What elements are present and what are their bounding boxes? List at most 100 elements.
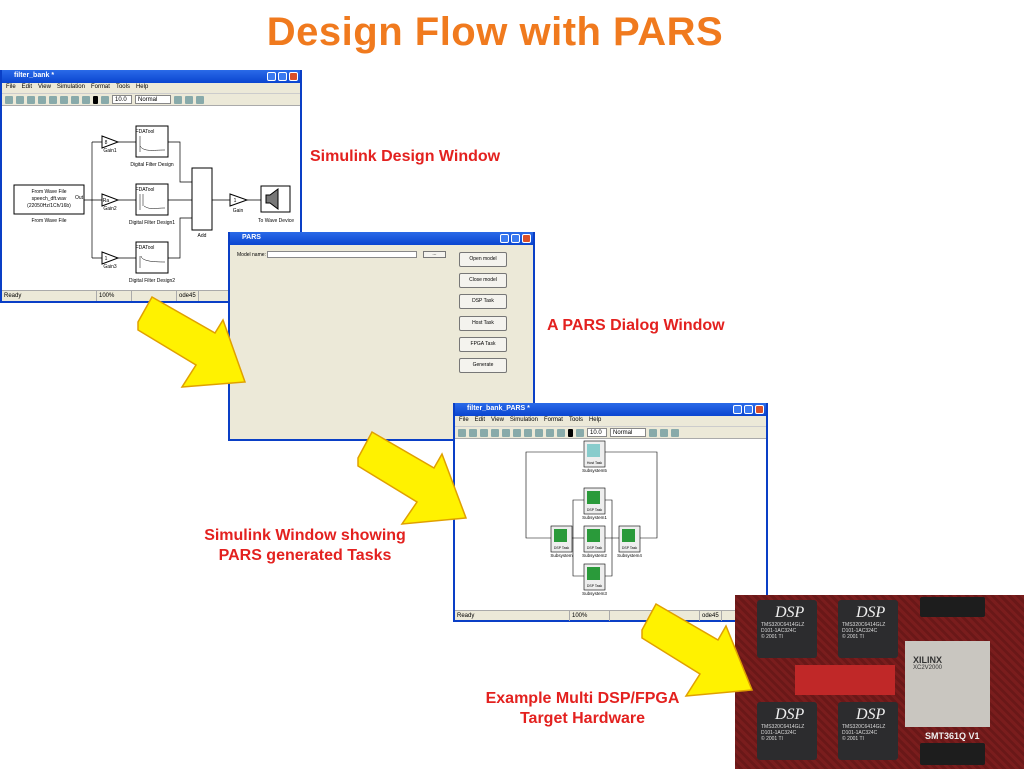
cut-icon[interactable] xyxy=(502,428,510,437)
cut-icon[interactable] xyxy=(49,95,57,104)
gain-value: 1 xyxy=(105,256,108,262)
to-wave-device-block xyxy=(260,185,291,213)
block-label: Digital Filter Design xyxy=(130,162,174,168)
menu-tools[interactable]: Tools xyxy=(115,84,130,90)
menu-edit[interactable]: Edit xyxy=(21,84,33,90)
fpga-task-button[interactable]: FPGA Task xyxy=(459,337,507,352)
dsp-task-button[interactable]: DSP Task xyxy=(459,294,507,309)
play-icon[interactable] xyxy=(568,428,573,437)
copy-icon[interactable] xyxy=(513,428,521,437)
dsp-chip-icon xyxy=(587,529,600,542)
task-type-text: DSP Task xyxy=(554,546,569,550)
forward-icon[interactable] xyxy=(546,428,554,437)
host-task-button[interactable]: Host Task xyxy=(459,316,507,331)
menu-help[interactable]: Help xyxy=(135,84,149,90)
stop-time-input[interactable]: 10.0 xyxy=(587,428,607,437)
window-titlebar: filter_bank_PARS * xyxy=(455,403,766,416)
block-label: Gain xyxy=(233,208,244,214)
gain-block xyxy=(229,193,249,207)
minimize-button[interactable] xyxy=(733,405,742,414)
save-icon[interactable] xyxy=(480,428,488,437)
filter-design1-block xyxy=(135,183,169,216)
label-hw-line2: Target Hardware xyxy=(519,710,646,727)
sim-mode-select[interactable]: Normal xyxy=(135,95,171,104)
menu-view[interactable]: View xyxy=(491,417,504,423)
gain-value: 1 xyxy=(234,198,237,204)
generate-button[interactable]: Generate xyxy=(459,358,507,373)
block-label: Gain1 xyxy=(103,148,117,154)
gain2-block xyxy=(101,193,120,207)
status-solver: ode45 xyxy=(177,291,199,301)
status-zoom: 100% xyxy=(570,611,610,621)
library-icon[interactable] xyxy=(174,95,182,104)
gain1-block xyxy=(101,135,120,149)
block-label: Subsystem2 xyxy=(582,553,607,558)
minimize-button[interactable] xyxy=(267,72,276,81)
paste-icon[interactable] xyxy=(71,95,79,104)
model-name-input[interactable] xyxy=(267,251,417,258)
undo-icon[interactable] xyxy=(82,95,90,104)
print-icon[interactable] xyxy=(38,95,46,104)
model-explorer-icon[interactable] xyxy=(660,428,668,437)
new-icon[interactable] xyxy=(5,95,13,104)
menu-help[interactable]: Help xyxy=(588,417,602,423)
board-label: SMT361Q V1 xyxy=(925,731,980,741)
print-icon[interactable] xyxy=(491,428,499,437)
play-icon[interactable] xyxy=(93,95,98,104)
menu-simulation[interactable]: Simulation xyxy=(509,417,538,423)
host-task-icon xyxy=(587,444,600,457)
menu-simulation[interactable]: Simulation xyxy=(56,84,85,90)
close-button[interactable] xyxy=(522,234,531,243)
menu-format[interactable]: Format xyxy=(543,417,563,423)
toolbar: 10.0 Normal xyxy=(455,426,766,439)
menu-tools[interactable]: Tools xyxy=(568,417,583,423)
flow-arrow-2 xyxy=(357,430,468,525)
close-button[interactable] xyxy=(289,72,298,81)
menu-edit[interactable]: Edit xyxy=(474,417,486,423)
close-button[interactable] xyxy=(755,405,764,414)
save-icon[interactable] xyxy=(27,95,35,104)
menu-format[interactable]: Format xyxy=(90,84,110,90)
maximize-button[interactable] xyxy=(511,234,520,243)
library-icon[interactable] xyxy=(649,428,657,437)
menu-file[interactable]: File xyxy=(6,84,16,90)
maximize-button[interactable] xyxy=(278,72,287,81)
block-text: FDATool xyxy=(136,187,155,193)
close-model-button[interactable]: Close model xyxy=(459,273,507,288)
block-label: Gain2 xyxy=(103,206,117,212)
open-icon[interactable] xyxy=(469,428,477,437)
sim-mode-select[interactable]: Normal xyxy=(610,428,646,437)
open-icon[interactable] xyxy=(16,95,24,104)
stop-time-input[interactable]: 10.0 xyxy=(112,95,132,104)
debug-icon[interactable] xyxy=(196,95,204,104)
open-model-button[interactable]: Open model xyxy=(459,252,507,267)
undo-icon[interactable] xyxy=(557,428,565,437)
browse-button[interactable]: ... xyxy=(423,251,446,258)
model-explorer-icon[interactable] xyxy=(185,95,193,104)
stop-icon[interactable] xyxy=(101,95,109,104)
back-icon[interactable] xyxy=(535,428,543,437)
window-title: filter_bank_PARS * xyxy=(467,405,530,412)
copy-icon[interactable] xyxy=(60,95,68,104)
block-text: speech_dft.wav xyxy=(32,196,67,202)
paste-icon[interactable] xyxy=(524,428,532,437)
new-icon[interactable] xyxy=(458,428,466,437)
task-type-text: DSP Task xyxy=(587,546,602,550)
dsp-chip-icon xyxy=(622,529,635,542)
label-pars-dialog: A PARS Dialog Window xyxy=(547,317,725,334)
menu-view[interactable]: View xyxy=(38,84,51,90)
minimize-button[interactable] xyxy=(500,234,509,243)
debug-icon[interactable] xyxy=(671,428,679,437)
maximize-button[interactable] xyxy=(744,405,753,414)
filter-design2-block xyxy=(135,241,169,274)
menu-file[interactable]: File xyxy=(459,417,469,423)
label-tasks-line2: PARS generated Tasks xyxy=(218,547,392,564)
stop-icon[interactable] xyxy=(576,428,584,437)
label-tasks-line1: Simulink Window showing xyxy=(204,527,406,544)
